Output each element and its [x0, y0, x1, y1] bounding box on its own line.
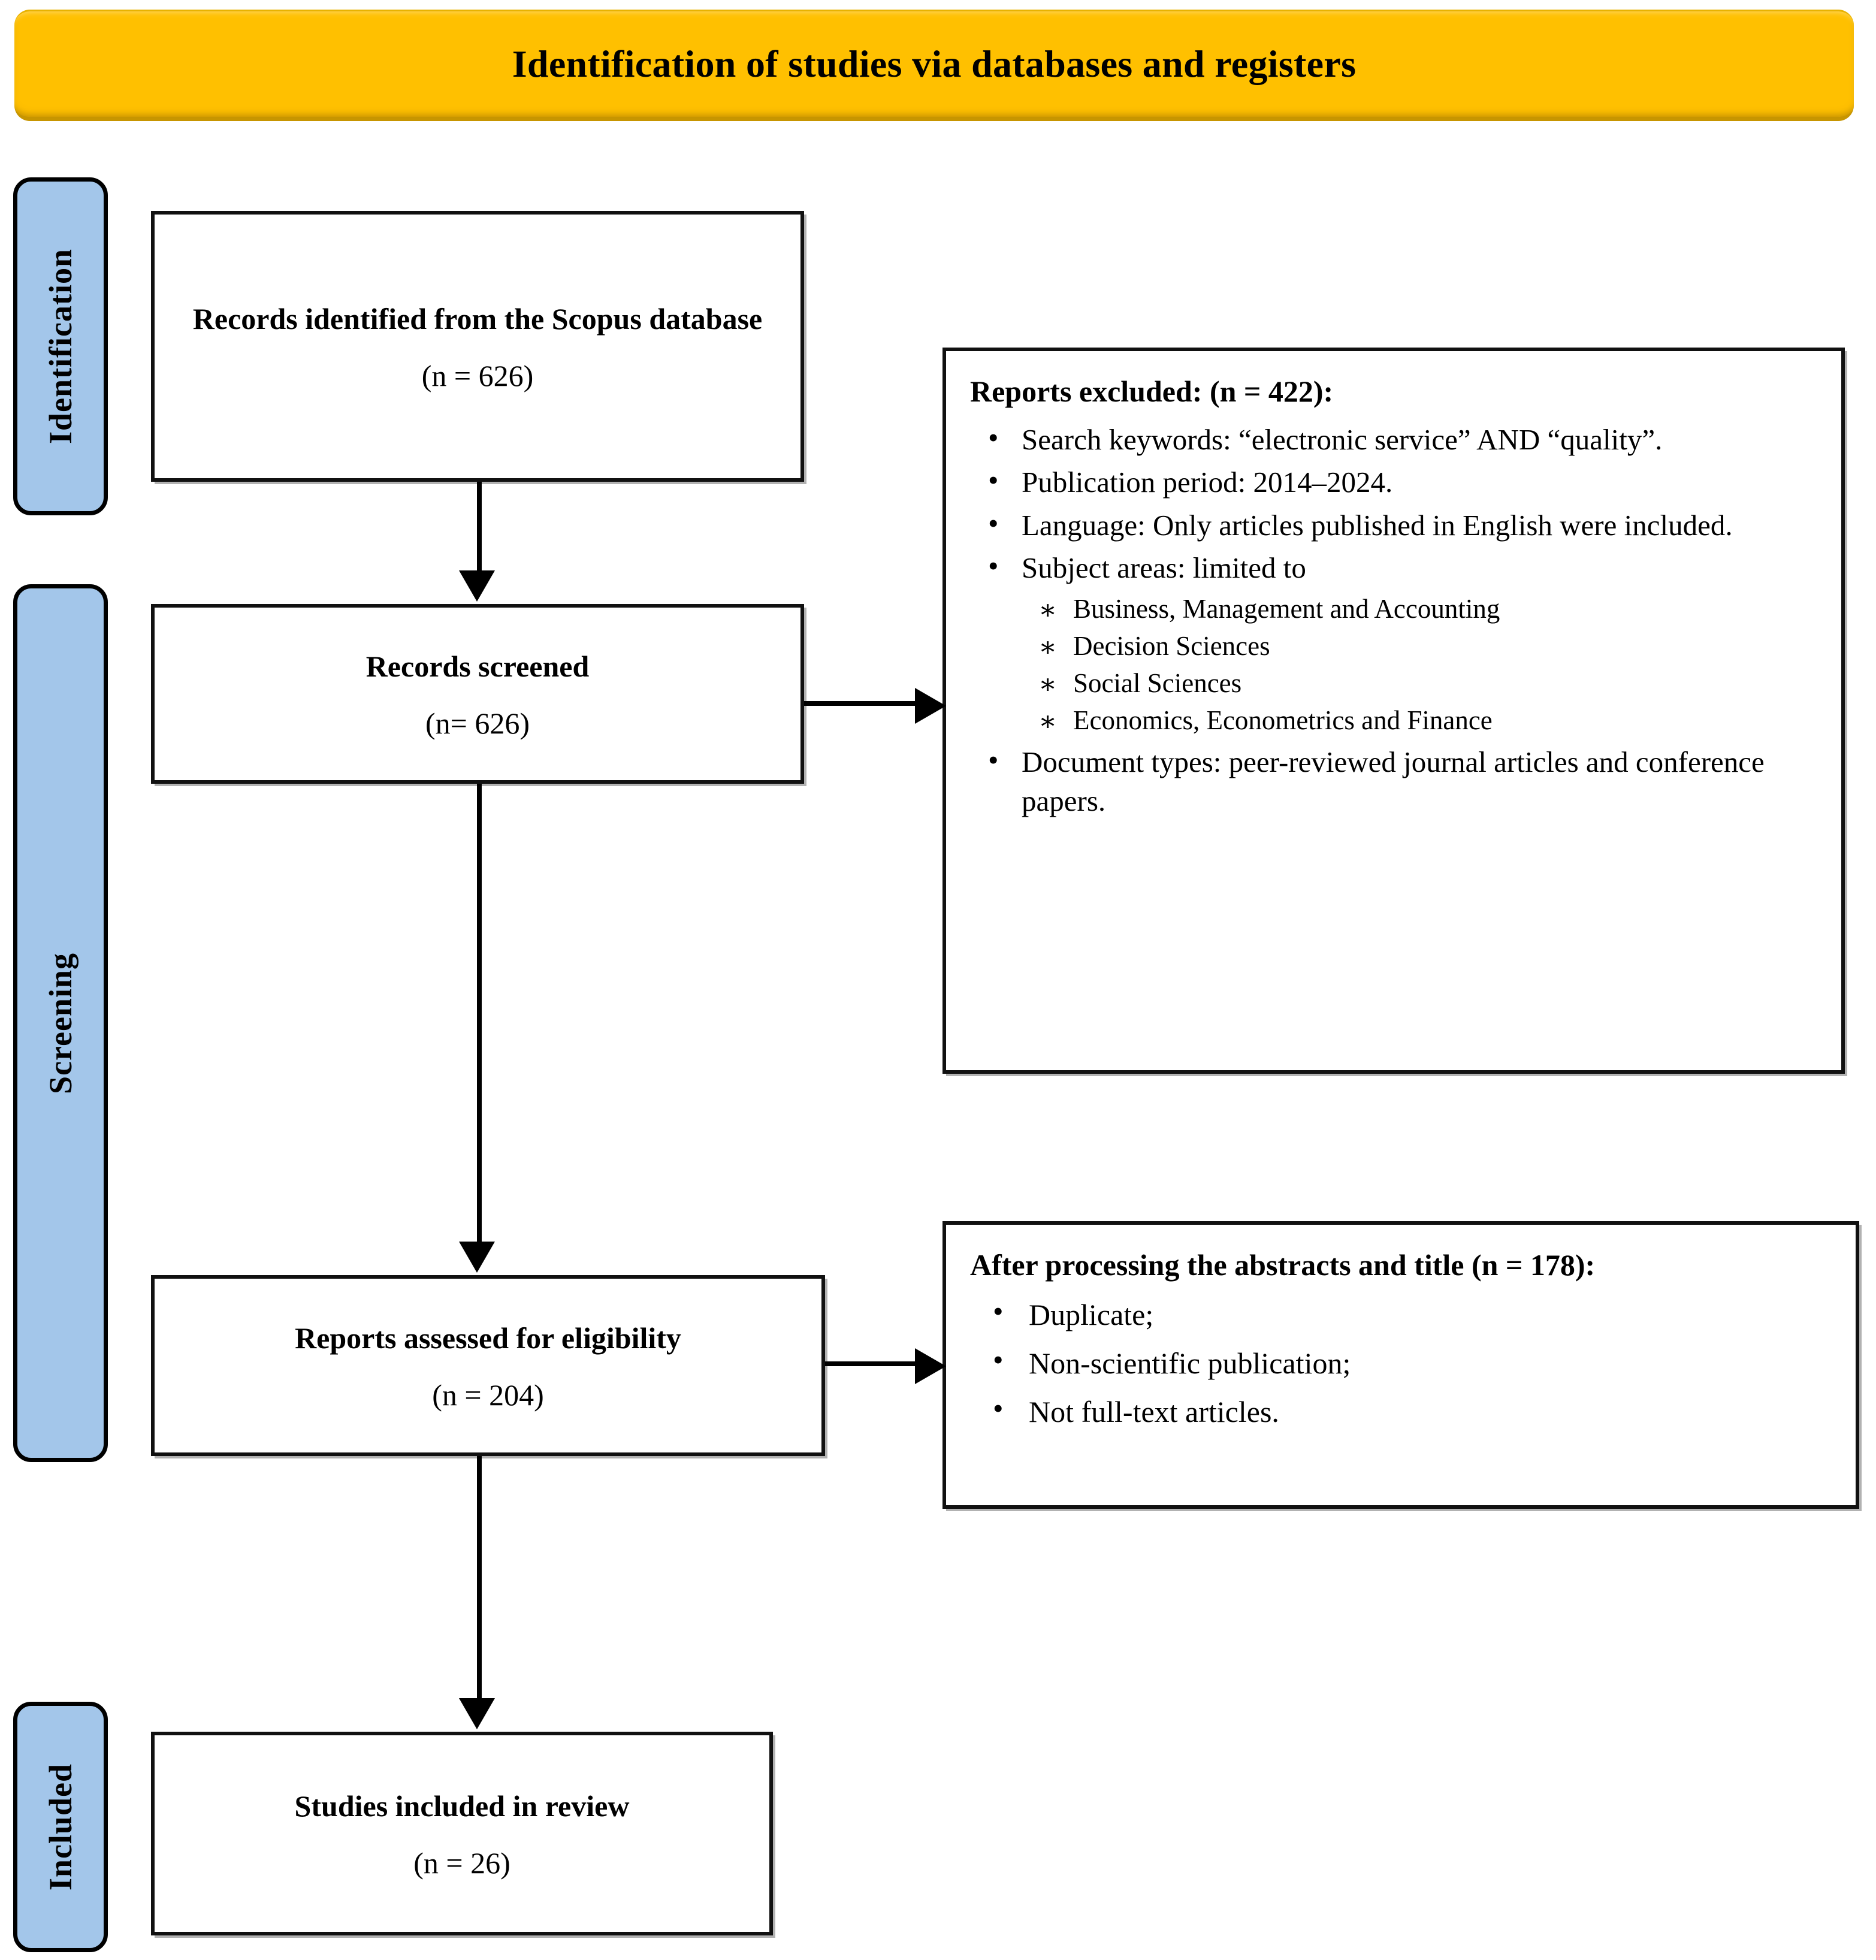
stage-label-screening: Screening	[13, 584, 108, 1462]
connector-eligible-to-abstracts	[825, 1361, 916, 1366]
box-studies-included: Studies included in review (n = 26)	[151, 1732, 773, 1935]
reports-excluded-list: Search keywords: “electronic service” AN…	[966, 418, 1823, 821]
box-records-identified: Records identified from the Scopus datab…	[151, 211, 804, 482]
box-records-screened: Records screened (n= 626)	[151, 604, 804, 784]
stage-label-identification-text: Identification	[43, 248, 78, 444]
connector-screened-to-excluded	[804, 701, 917, 706]
list-item: Subject areas: limited to Business, Mana…	[966, 546, 1823, 739]
list-item: Not full-text articles.	[966, 1388, 1838, 1433]
box-reports-assessed-title: Reports assessed for eligibility	[295, 1321, 681, 1355]
stage-label-identification: Identification	[13, 177, 108, 515]
connector-screened-to-eligible	[477, 784, 482, 1244]
diagram-header-banner: Identification of studies via databases …	[14, 10, 1854, 121]
box-after-processing-abstracts-heading: After processing the abstracts and title…	[970, 1248, 1596, 1282]
arrow-down-icon	[459, 1698, 495, 1729]
box-studies-included-count: (n = 26)	[413, 1846, 510, 1880]
box-reports-assessed-count: (n = 204)	[432, 1378, 544, 1412]
arrow-down-icon	[459, 1242, 495, 1273]
after-processing-list: Duplicate; Non-scientific publication; N…	[966, 1291, 1838, 1433]
list-item: Decision Sciences	[1022, 629, 1823, 665]
connector-identified-to-screened	[477, 482, 482, 573]
box-after-processing-abstracts: After processing the abstracts and title…	[942, 1221, 1859, 1509]
box-studies-included-title: Studies included in review	[294, 1789, 630, 1823]
list-item: Business, Management and Accounting	[1022, 591, 1823, 628]
box-reports-excluded-heading: Reports excluded: (n = 422):	[970, 375, 1334, 408]
box-records-screened-count: (n= 626)	[425, 706, 530, 740]
list-item: Publication period: 2014–2024.	[966, 460, 1823, 502]
list-item: Language: Only articles published in Eng…	[966, 503, 1823, 545]
box-reports-excluded: Reports excluded: (n = 422): Search keyw…	[942, 348, 1845, 1074]
box-records-screened-title: Records screened	[365, 650, 590, 683]
arrow-right-icon	[915, 1348, 946, 1384]
subject-areas-list: Business, Management and Accounting Deci…	[1022, 591, 1823, 739]
stage-label-included-text: Included	[43, 1763, 78, 1891]
list-item: Search keywords: “electronic service” AN…	[966, 418, 1823, 460]
list-item: Economics, Econometrics and Finance	[1022, 703, 1823, 739]
list-item: Document types: peer-reviewed journal ar…	[966, 739, 1823, 821]
box-records-identified-title: Records identified from the Scopus datab…	[192, 302, 763, 336]
box-records-identified-count: (n = 626)	[421, 359, 534, 392]
stage-label-included: Included	[13, 1702, 108, 1952]
arrow-right-icon	[915, 688, 946, 724]
connector-eligible-to-included	[477, 1456, 482, 1701]
list-item: Social Sciences	[1022, 666, 1823, 702]
list-item-label: Subject areas: limited to	[1022, 551, 1306, 585]
list-item: Duplicate;	[966, 1291, 1838, 1336]
page-title: Identification of studies via databases …	[512, 42, 1357, 85]
list-item: Non-scientific publication;	[966, 1340, 1838, 1385]
box-reports-assessed: Reports assessed for eligibility (n = 20…	[151, 1275, 825, 1456]
arrow-down-icon	[459, 570, 495, 602]
stage-label-screening-text: Screening	[43, 952, 78, 1094]
